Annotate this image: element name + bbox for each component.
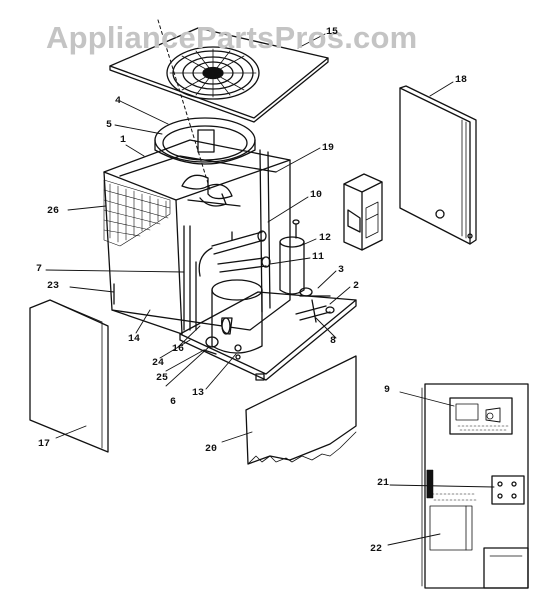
top-panel — [109, 27, 329, 123]
fan-orifice-ring — [154, 117, 256, 165]
callout-22: 22 — [370, 544, 383, 555]
callout-3: 3 — [338, 265, 345, 276]
callout-26: 26 — [47, 206, 60, 217]
callout-7: 7 — [36, 264, 43, 275]
callout-2: 2 — [353, 281, 360, 292]
refrigerant-tubing — [198, 230, 271, 277]
callout-21: 21 — [377, 478, 390, 489]
compressor — [211, 279, 263, 354]
fan-blade — [181, 174, 241, 207]
callout-19: 19 — [322, 143, 335, 154]
callout-24: 24 — [152, 358, 165, 369]
callout-16: 16 — [172, 344, 185, 355]
callout-25: 25 — [156, 373, 169, 384]
callout-14: 14 — [128, 334, 141, 345]
service-panel — [399, 85, 477, 245]
callout-20: 20 — [205, 444, 218, 455]
service-valves — [295, 287, 335, 323]
callout-15: 15 — [326, 27, 339, 38]
condenser-coil-grid — [103, 179, 171, 247]
base-pan — [179, 291, 357, 381]
side-panel — [29, 299, 109, 453]
fan-axis — [157, 19, 211, 191]
callout-10: 10 — [310, 190, 323, 201]
vertical-tubes — [113, 225, 197, 331]
callout-1: 1 — [120, 135, 127, 146]
callout-11: 11 — [312, 252, 325, 263]
accumulator — [279, 219, 305, 295]
control-shelf — [343, 173, 383, 251]
small-components — [203, 336, 242, 360]
callout-9: 9 — [384, 385, 391, 396]
callout-4: 4 — [115, 96, 122, 107]
front-lower-panel-edge — [111, 309, 183, 335]
leader-lines — [45, 33, 495, 546]
callout-6: 6 — [170, 397, 177, 408]
callout-23: 23 — [47, 281, 60, 292]
callout-8: 8 — [330, 336, 337, 347]
callout-17: 17 — [38, 439, 51, 450]
callout-5: 5 — [106, 120, 113, 131]
lower-front-panel — [245, 355, 357, 465]
callout-18: 18 — [455, 75, 468, 86]
callout-12: 12 — [319, 233, 332, 244]
fan-grille — [166, 46, 260, 100]
callout-13: 13 — [192, 388, 205, 399]
